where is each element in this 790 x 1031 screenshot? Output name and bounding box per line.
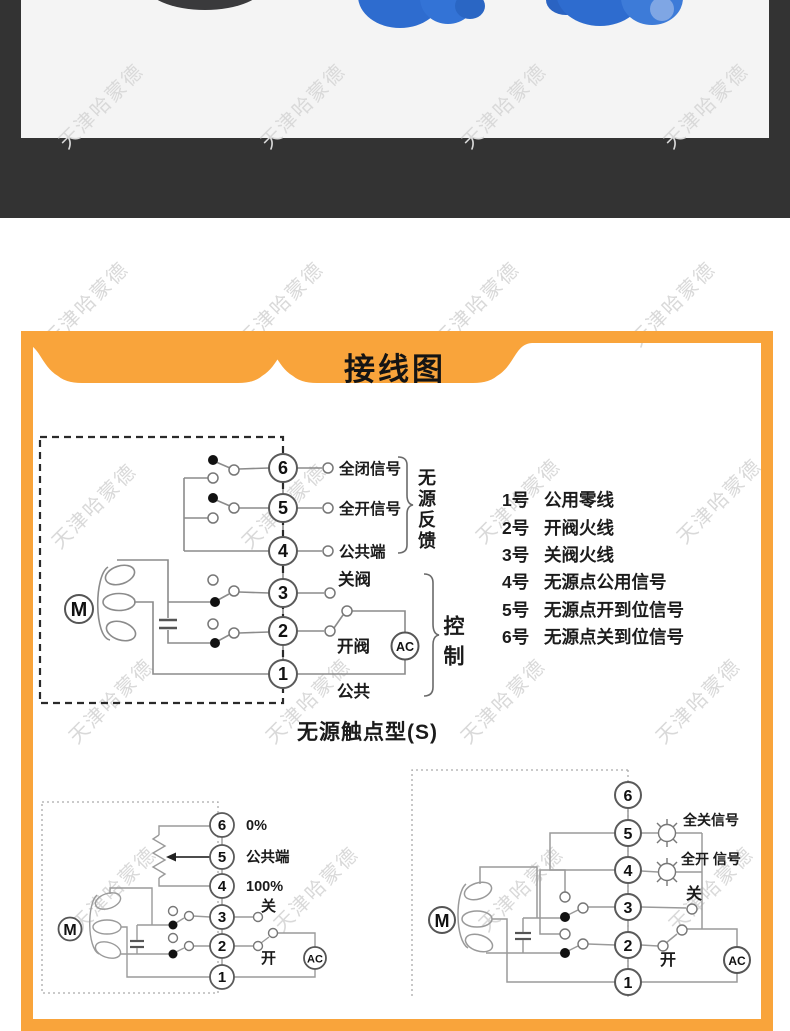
blue-valve-fragment-right <box>546 0 683 26</box>
dark-band <box>0 0 790 218</box>
blue-valve-fragment-left <box>358 0 485 28</box>
dark-product-fragment <box>157 0 253 10</box>
product-photo-strip <box>21 0 769 138</box>
wiring-section-frame <box>21 331 773 1031</box>
product-image-fragments <box>157 0 683 28</box>
